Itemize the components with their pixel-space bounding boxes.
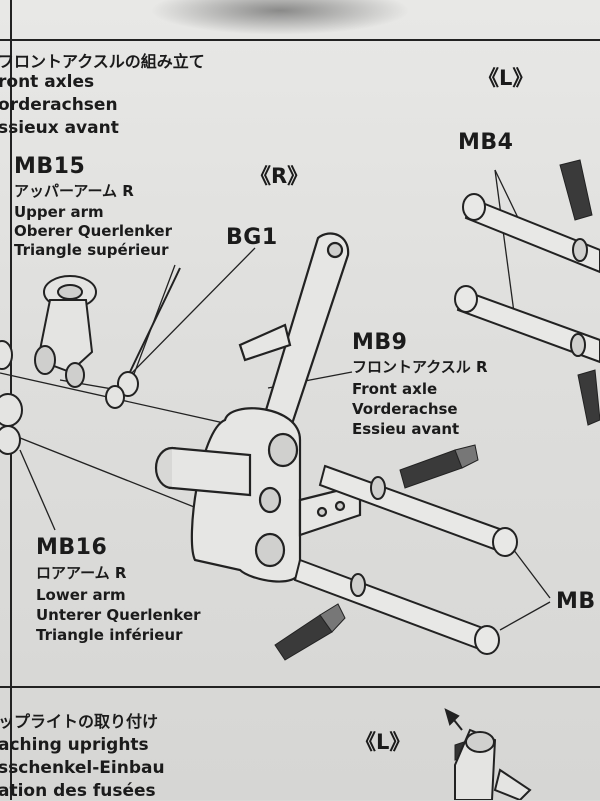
upper-arm-part [34,275,97,388]
shaft-mb4-upper [462,193,600,274]
grease-applicator-icons [274,159,600,761]
part-mb15-en: Upper arm [14,203,104,221]
front-axles-title-en: ront axles [0,72,95,92]
mb4-leader-2 [494,169,516,321]
side-label-left: 《L》 [478,66,534,90]
front-axles-title-jp: フロントアクスルの組み立て [0,52,205,71]
mb16-leader [19,449,56,531]
mb4-leader-1 [494,169,521,223]
lower-arm-part [0,340,23,455]
side-label-left-bottom: 《L》 [355,730,411,754]
front-axles-title-fr: ssieux avant [0,118,119,138]
upright-part [444,708,532,800]
part-mb9-jp: フロントアクスル R [352,358,488,376]
part-code-mb15: MB15 [14,154,86,179]
shaft-mb-upper [318,464,518,557]
part-code-mb16: MB16 [36,535,108,560]
part-mb9-fr: Essieu avant [352,420,460,438]
part-mb9-de: Vorderachse [352,400,458,418]
shaft-mb-lower [293,558,500,655]
part-mb16-jp: ロアアーム R [36,564,127,582]
uprights-title-en: aching uprights [0,735,149,755]
uprights-title-de: sschenkel-Einbau [0,758,165,778]
side-label-right: 《R》 [250,164,309,188]
uprights-title-jp: ップライトの取り付け [0,712,159,731]
part-mb15-jp: アッパーアーム R [14,182,134,200]
front-axles-title-de: orderachsen [0,95,118,115]
uprights-title-fr: ation des fusées [0,781,156,801]
part-mb16-en: Lower arm [36,586,126,604]
shaft-mb4-lower [454,285,600,364]
part-code-mb4: MB4 [458,130,514,155]
part-code-mb: MB [556,589,596,614]
mb-leader-1 [509,544,551,599]
mb-leader-2 [499,601,551,631]
divider-bottom [0,686,600,688]
part-mb15-fr: Triangle supérieur [14,241,169,259]
part-mb9-en: Front axle [352,380,438,398]
part-mb15-de: Oberer Querlenker [14,222,172,240]
shadow [150,0,410,35]
part-code-mb9: MB9 [352,330,408,355]
part-mb16-de: Unterer Querlenker [36,606,201,624]
part-code-bg1: BG1 [226,225,278,250]
part-mb16-fr: Triangle inférieur [36,626,183,644]
bg1-part [105,267,181,409]
bg1-leader [124,247,256,381]
front-axle-part [154,232,362,583]
divider-top [0,39,600,41]
